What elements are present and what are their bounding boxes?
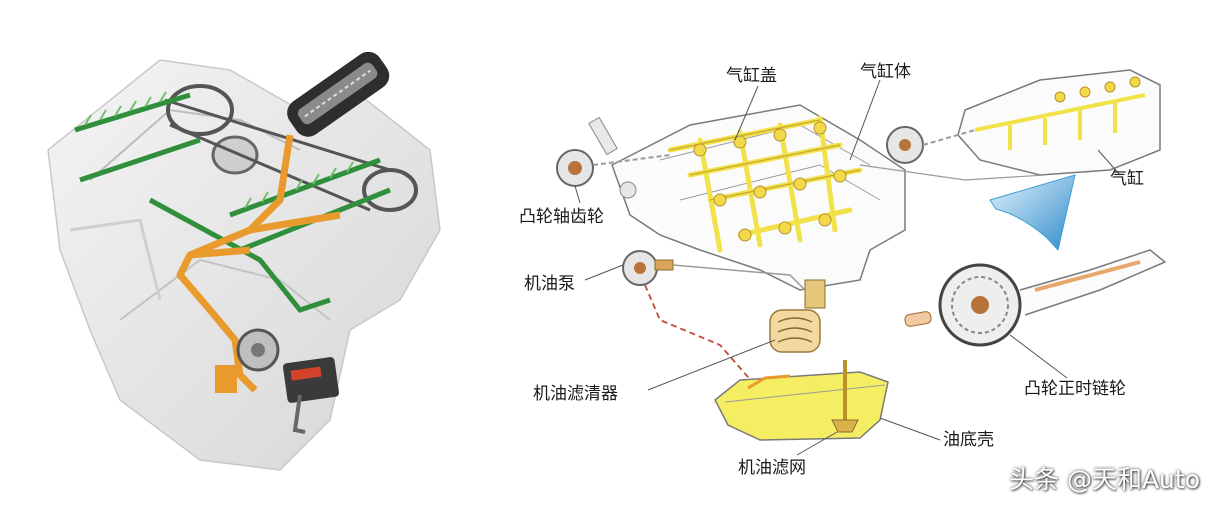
cam-timing-sprocket bbox=[904, 249, 1167, 347]
engine-block bbox=[47, 59, 441, 471]
label-cam-timing-sprocket: 凸轮正时链轮 bbox=[1024, 379, 1126, 399]
label-cylinder: 气缸 bbox=[1110, 169, 1144, 189]
oil-filter bbox=[769, 279, 826, 353]
head-sprocket bbox=[886, 126, 924, 164]
label-oil-filter: 机油滤清器 bbox=[533, 384, 618, 404]
lubrication-diagram bbox=[556, 69, 1167, 441]
leader-lines bbox=[574, 79, 1121, 456]
label-oil-pan: 油底壳 bbox=[943, 430, 994, 450]
label-oil-pump: 机油泵 bbox=[524, 274, 575, 294]
cylinder-head-outline bbox=[957, 69, 1161, 176]
watermark: 头条 @天和Auto bbox=[1009, 465, 1200, 494]
engine-cutaway bbox=[47, 51, 441, 471]
intake-manifold bbox=[287, 51, 390, 137]
oil-gallery-orange bbox=[176, 134, 341, 393]
oil-pump-left bbox=[282, 357, 340, 403]
label-oil-strainer: 机油滤网 bbox=[738, 458, 806, 478]
label-camshaft-gear: 凸轮轴齿轮 bbox=[519, 207, 604, 227]
timing-chain-upper bbox=[166, 84, 234, 136]
oil-strainer bbox=[831, 360, 859, 433]
oil-pump bbox=[622, 250, 674, 286]
direction-arrow-icon bbox=[989, 174, 1076, 252]
oil-pan bbox=[714, 371, 889, 441]
camshaft-gear bbox=[556, 149, 671, 187]
label-cylinder-cover: 气缸盖 bbox=[726, 66, 777, 86]
label-cylinder-block: 气缸体 bbox=[860, 62, 911, 82]
